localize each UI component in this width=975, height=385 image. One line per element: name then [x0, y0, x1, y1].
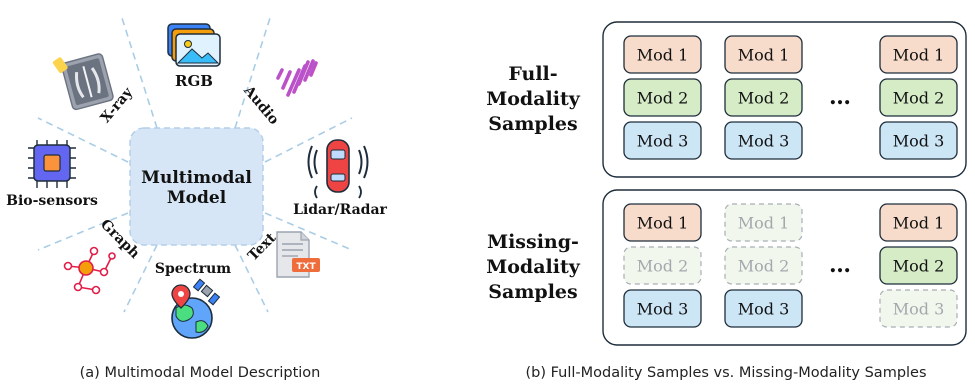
xray-film-icon [52, 53, 114, 111]
spectrum-label: Spectrum [155, 261, 231, 277]
missing-sample-3-mod-1-block [879, 203, 958, 242]
panel-a: Multimodal Model RGB Audio [6, 17, 388, 381]
full-sample-2-mod-3-label: Mod 3 [738, 132, 790, 151]
model-label-line1: Multimodal [141, 168, 252, 188]
missing-ellipsis: … [829, 252, 851, 278]
audio-wave-icon [276, 59, 318, 97]
chip-sensor-icon [28, 140, 76, 188]
graph-network-icon [63, 246, 116, 295]
lidar-radar-label: Lidar/Radar [293, 202, 387, 218]
missing-sample-1-mod-2-label: Mod 2 [637, 257, 689, 276]
missing-sample-3-mod-2-block [879, 246, 958, 285]
rgb-label: RGB [175, 72, 213, 90]
full-sample-3-mod-3-label: Mod 3 [893, 132, 945, 151]
full-modality-label: Full- Modality Samples [486, 63, 581, 135]
full-sample-2-mod-2-label: Mod 2 [738, 89, 790, 108]
missing-sample-1-mod-1-label: Mod 1 [637, 214, 689, 233]
full-sample-1-mod-2-block [623, 78, 702, 117]
missing-sample-2-mod-1-label: Mod 1 [738, 214, 790, 233]
panel-b: Full- Modality Samples Missing- Modality… [486, 21, 967, 381]
svg-text:Samples: Samples [488, 281, 577, 303]
missing-sample-2-mod-1-block [724, 203, 803, 242]
missing-sample-2-mod-3-label: Mod 3 [738, 300, 790, 319]
missing-sample-1-mod-2-block [623, 246, 702, 285]
missing-sample-1-mod-3-block [623, 289, 702, 328]
rgb-image-icon [167, 23, 221, 67]
full-sample-2-mod-1-label: Mod 1 [738, 46, 790, 65]
missing-sample-1-mod-1-block [623, 203, 702, 242]
missing-sample-3-mod-3-label: Mod 3 [893, 300, 945, 319]
svg-text:Full-: Full- [508, 63, 557, 85]
missing-sample-2-mod-3-block [724, 289, 803, 328]
car-radar-icon [307, 139, 369, 199]
full-sample-2-mod-3-block [724, 121, 803, 160]
missing-modality-label: Missing- Modality Samples [486, 231, 581, 303]
full-sample-1-mod-2-label: Mod 2 [637, 89, 689, 108]
svg-text:Modality: Modality [486, 88, 581, 110]
full-sample-1-mod-1-block [623, 35, 702, 74]
multimodal-model-box [129, 127, 264, 246]
full-sample-3-mod-1-block [879, 35, 958, 74]
satellite-globe-icon [171, 278, 221, 339]
full-sample-3-mod-2-label: Mod 2 [893, 89, 945, 108]
full-sample-3-mod-1-label: Mod 1 [893, 46, 945, 65]
full-sample-3-mod-3-block [879, 121, 958, 160]
bio-sensors-label: Bio-sensors [6, 193, 98, 209]
full-sample-2-mod-1-block [724, 35, 803, 74]
modality-grid: Mod 1 Mod 1 Mod 2 Mod 2 Mod 3 Mod 3 Mod 1 Mod 1… [623, 35, 958, 328]
svg-text:Samples: Samples [488, 113, 577, 135]
svg-text:Missing-: Missing- [487, 231, 579, 253]
full-sample-2-mod-2-block [724, 78, 803, 117]
full-sample-3-mod-2-block [879, 78, 958, 117]
missing-sample-2-mod-2-label: Mod 2 [738, 257, 790, 276]
full-sample-1-mod-3-block [623, 121, 702, 160]
audio-label: Audio [240, 82, 282, 128]
missing-sample-3-mod-3-block [879, 289, 958, 328]
caption-b: (b) Full-Modality Samples vs. Missing-Mo… [525, 365, 926, 381]
svg-text:Modality: Modality [486, 256, 581, 278]
full-sample-1-mod-3-label: Mod 3 [637, 132, 689, 151]
missing-sample-3-mod-1-label: Mod 1 [893, 214, 945, 233]
full-sample-1-mod-1-label: Mod 1 [637, 46, 689, 65]
full-ellipsis: … [829, 84, 851, 110]
sector-dividers [37, 17, 353, 313]
model-label-line2: Model [167, 188, 227, 208]
missing-sample-2-mod-2-block [724, 246, 803, 285]
txt-badge-label: TXT [296, 262, 316, 272]
missing-sample-3-mod-2-label: Mod 2 [893, 257, 945, 276]
missing-sample-1-mod-3-label: Mod 3 [637, 300, 689, 319]
text-document-icon: TXT [276, 231, 320, 278]
caption-a: (a) Multimodal Model Description [80, 365, 321, 381]
